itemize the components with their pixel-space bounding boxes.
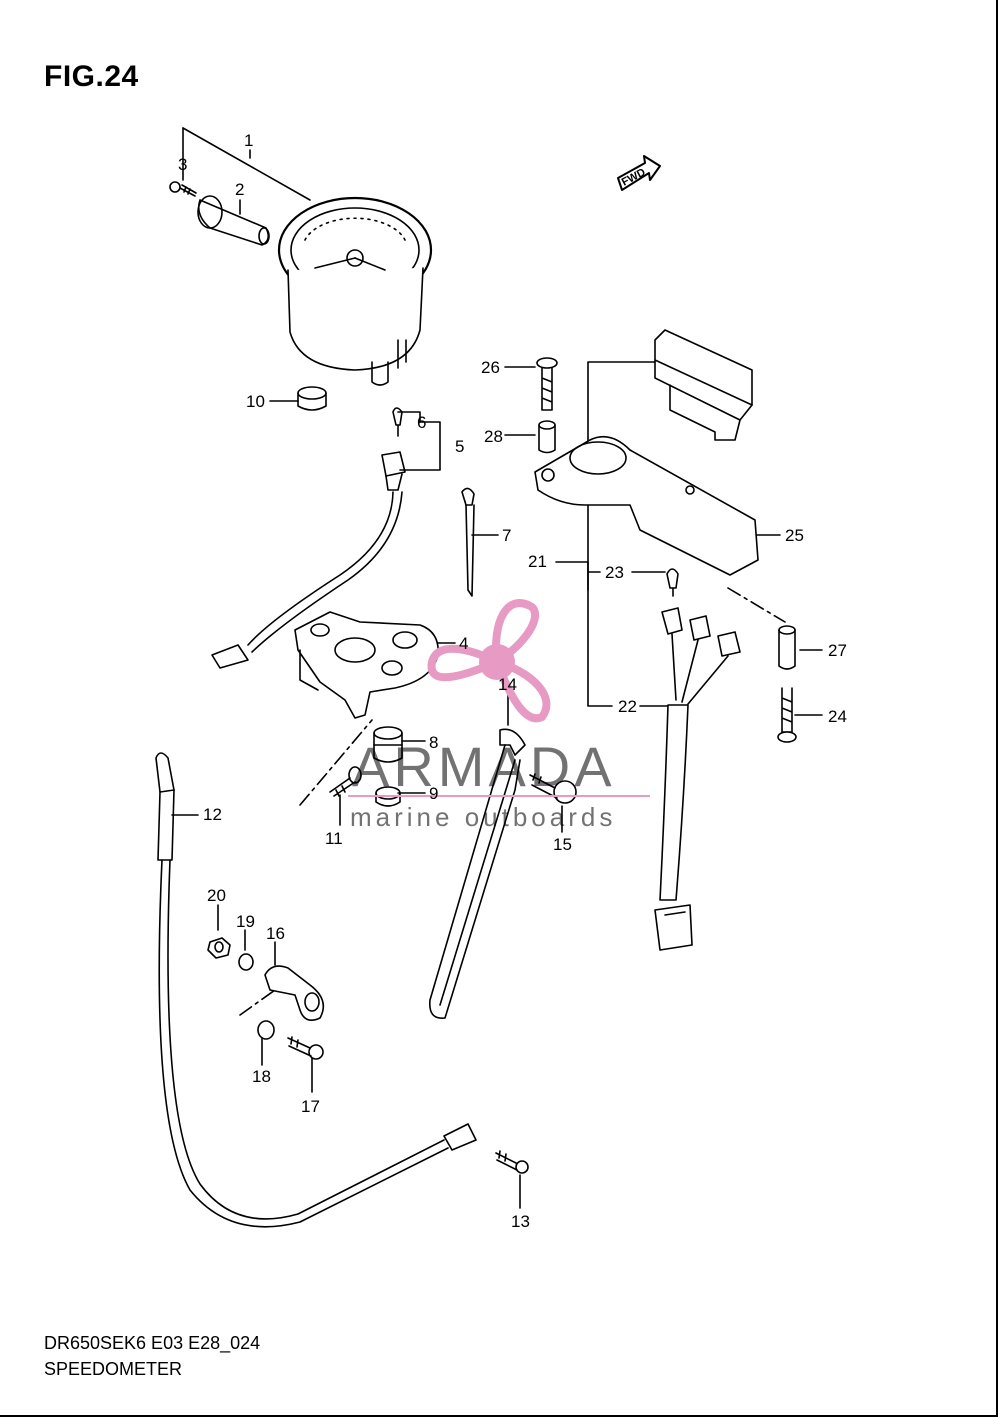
rubber-cap [297, 386, 327, 411]
callout-6: 6 [417, 413, 426, 432]
callout-10: 10 [246, 392, 265, 411]
callout-26: 26 [481, 358, 500, 377]
callout-11: 11 [325, 829, 343, 848]
figure-title: FIG.24 [44, 60, 139, 93]
collar-27 [778, 625, 796, 670]
callout-5: 5 [455, 437, 464, 456]
callout-27: 27 [828, 641, 847, 660]
callout-14: 14 [498, 675, 517, 694]
indicator-harness [654, 607, 741, 951]
callout-3: 3 [178, 155, 187, 174]
cable-clamp [264, 965, 325, 1021]
callout-16: 16 [266, 924, 285, 943]
grommet [373, 726, 403, 763]
washer-19 [238, 953, 254, 971]
leader-lines [171, 127, 823, 1209]
callout-7: 7 [502, 526, 511, 545]
speedometer-cable [155, 752, 477, 1228]
bracket-bolt [329, 766, 362, 797]
callout-2: 2 [235, 180, 244, 199]
watermark-tagline: marine outboards [350, 802, 616, 832]
callout-22: 22 [618, 697, 637, 716]
callout-1: 1 [244, 131, 253, 150]
callout-12: 12 [203, 805, 222, 824]
callout-8: 8 [429, 733, 438, 752]
model-code: DR650SEK6 E03 E28_024 [44, 1333, 261, 1353]
watermark: ARMADA marine outboards [348, 599, 650, 832]
callout-13: 13 [511, 1212, 530, 1231]
callout-18: 18 [252, 1067, 271, 1086]
meter-bracket [294, 611, 439, 719]
propeller-logo [427, 599, 551, 723]
speedometer-bulb-socket [197, 195, 270, 246]
screw-26 [536, 357, 558, 411]
speedometer-lamp-harness [211, 451, 406, 669]
cable-screw [495, 1150, 529, 1174]
indicator-bulb [392, 407, 403, 437]
callout-28: 28 [484, 427, 503, 446]
callout-15: 15 [553, 835, 572, 854]
nut-20 [207, 937, 231, 959]
clamp-screw [287, 1036, 324, 1060]
callout-20: 20 [207, 886, 226, 905]
indicator-housing [534, 329, 759, 576]
cable-guide [428, 728, 526, 1019]
speedometer [277, 196, 433, 386]
bracket-nut [375, 786, 401, 807]
guide-bolt [529, 773, 577, 804]
fwd-direction-badge [617, 155, 661, 191]
fwd-label: FWD [620, 166, 648, 188]
callout-9: 9 [429, 784, 438, 803]
callout-21: 21 [528, 552, 547, 571]
callout-19: 19 [236, 912, 255, 931]
alignment-lines [239, 587, 786, 1016]
callout-25: 25 [785, 526, 804, 545]
callout-17: 17 [301, 1097, 320, 1116]
figure-caption: SPEEDOMETER [44, 1359, 183, 1379]
indicator-bulb-23 [666, 568, 679, 597]
callout-23: 23 [605, 563, 624, 582]
callouts: 1 2 3 4 5 6 7 8 9 10 11 12 13 14 15 16 1… [178, 131, 847, 1231]
collar-28 [538, 420, 556, 454]
callout-4: 4 [459, 634, 468, 653]
cable-tie [461, 487, 475, 597]
screw-24 [777, 687, 797, 743]
speedometer-screw [169, 181, 197, 197]
washer-18 [257, 1020, 275, 1040]
watermark-brand: ARMADA [352, 735, 616, 798]
callout-24: 24 [828, 707, 847, 726]
